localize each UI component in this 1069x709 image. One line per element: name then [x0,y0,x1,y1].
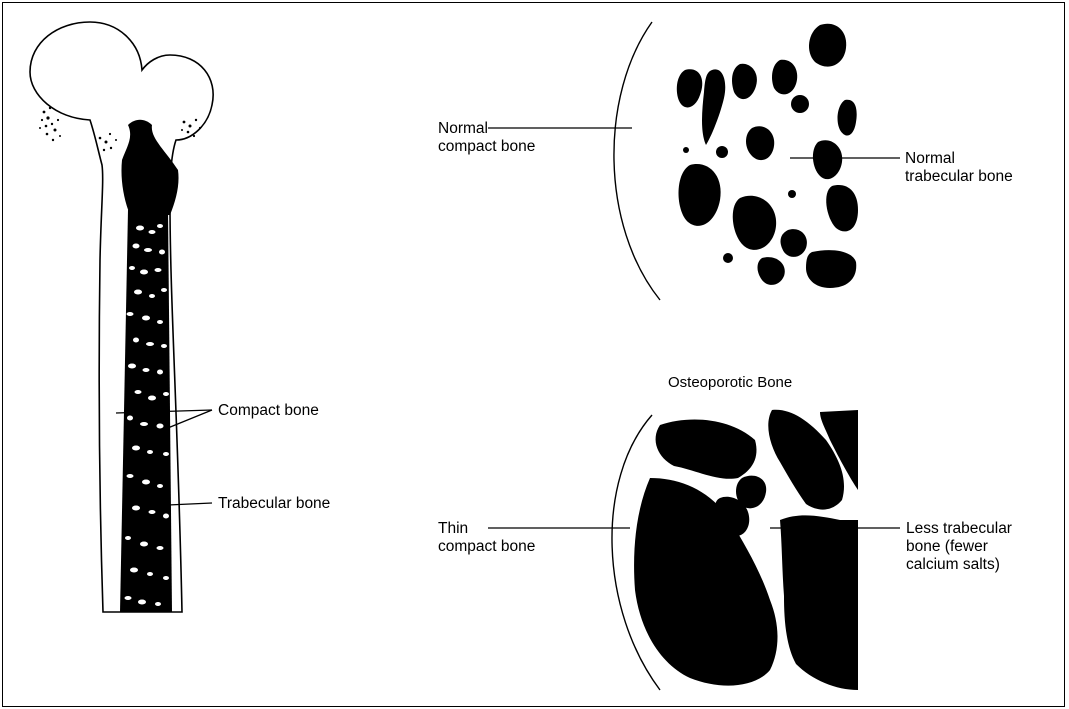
label-thin-compact-bone: Thin compact bone [438,520,535,556]
label-normal-compact-bone: Normal compact bone [438,120,535,156]
femur-outline [30,22,213,612]
osteoporotic-bone-section [488,410,900,690]
label-less-trabecular-bone: Less trabecular bone (fewer calcium salt… [906,520,1012,574]
label-trabecular-bone: Trabecular bone [218,495,330,513]
osteoporotic-bone-title: Osteoporotic Bone [668,374,792,392]
label-normal-trabecular-bone: Normal trabecular bone [905,150,1013,186]
femur-drawing [30,22,213,612]
label-compact-bone: Compact bone [218,402,319,420]
normal-bone-section [488,22,900,300]
